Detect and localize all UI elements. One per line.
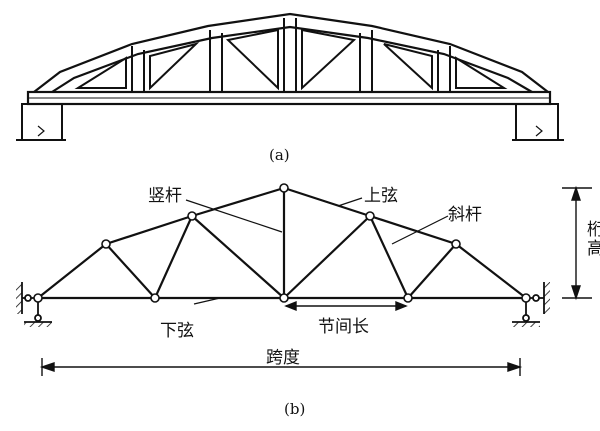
label-bottom-chord: 下弦: [160, 321, 194, 341]
leader-diagonal: [391, 215, 449, 245]
figure-a-truss: [16, 12, 564, 141]
leader-top-chord: [337, 197, 363, 207]
figure-a-caption: (a): [269, 146, 290, 164]
label-top-chord: 上弦: [364, 186, 398, 206]
span-dimension: [39, 358, 523, 376]
left-support-b: [16, 282, 52, 327]
label-span: 跨度: [266, 348, 300, 368]
left-pier: [16, 103, 66, 141]
bottom-chord-beam: [26, 90, 552, 106]
panel-length-dimension: [284, 300, 408, 312]
label-truss-height: 桁高: [583, 220, 600, 258]
leader-vertical: [185, 199, 283, 233]
web-members: [105, 188, 457, 299]
right-pier: [512, 103, 564, 141]
truss-joints: [33, 183, 531, 303]
height-dimension: [562, 185, 592, 301]
leader-bottom-chord: [193, 297, 221, 305]
label-diagonal-member: 斜杆: [448, 205, 482, 225]
figure-b-truss: [33, 183, 531, 303]
leader-lines: [185, 197, 449, 305]
label-panel-length: 节间长: [318, 317, 369, 337]
top-chord-a: [33, 12, 549, 93]
label-vertical-member: 竖杆: [148, 186, 182, 206]
panel-openings-a: [74, 28, 508, 91]
figure-b-caption: (b): [284, 400, 306, 418]
verticals-a: [131, 18, 451, 92]
right-support-b: [512, 282, 550, 327]
